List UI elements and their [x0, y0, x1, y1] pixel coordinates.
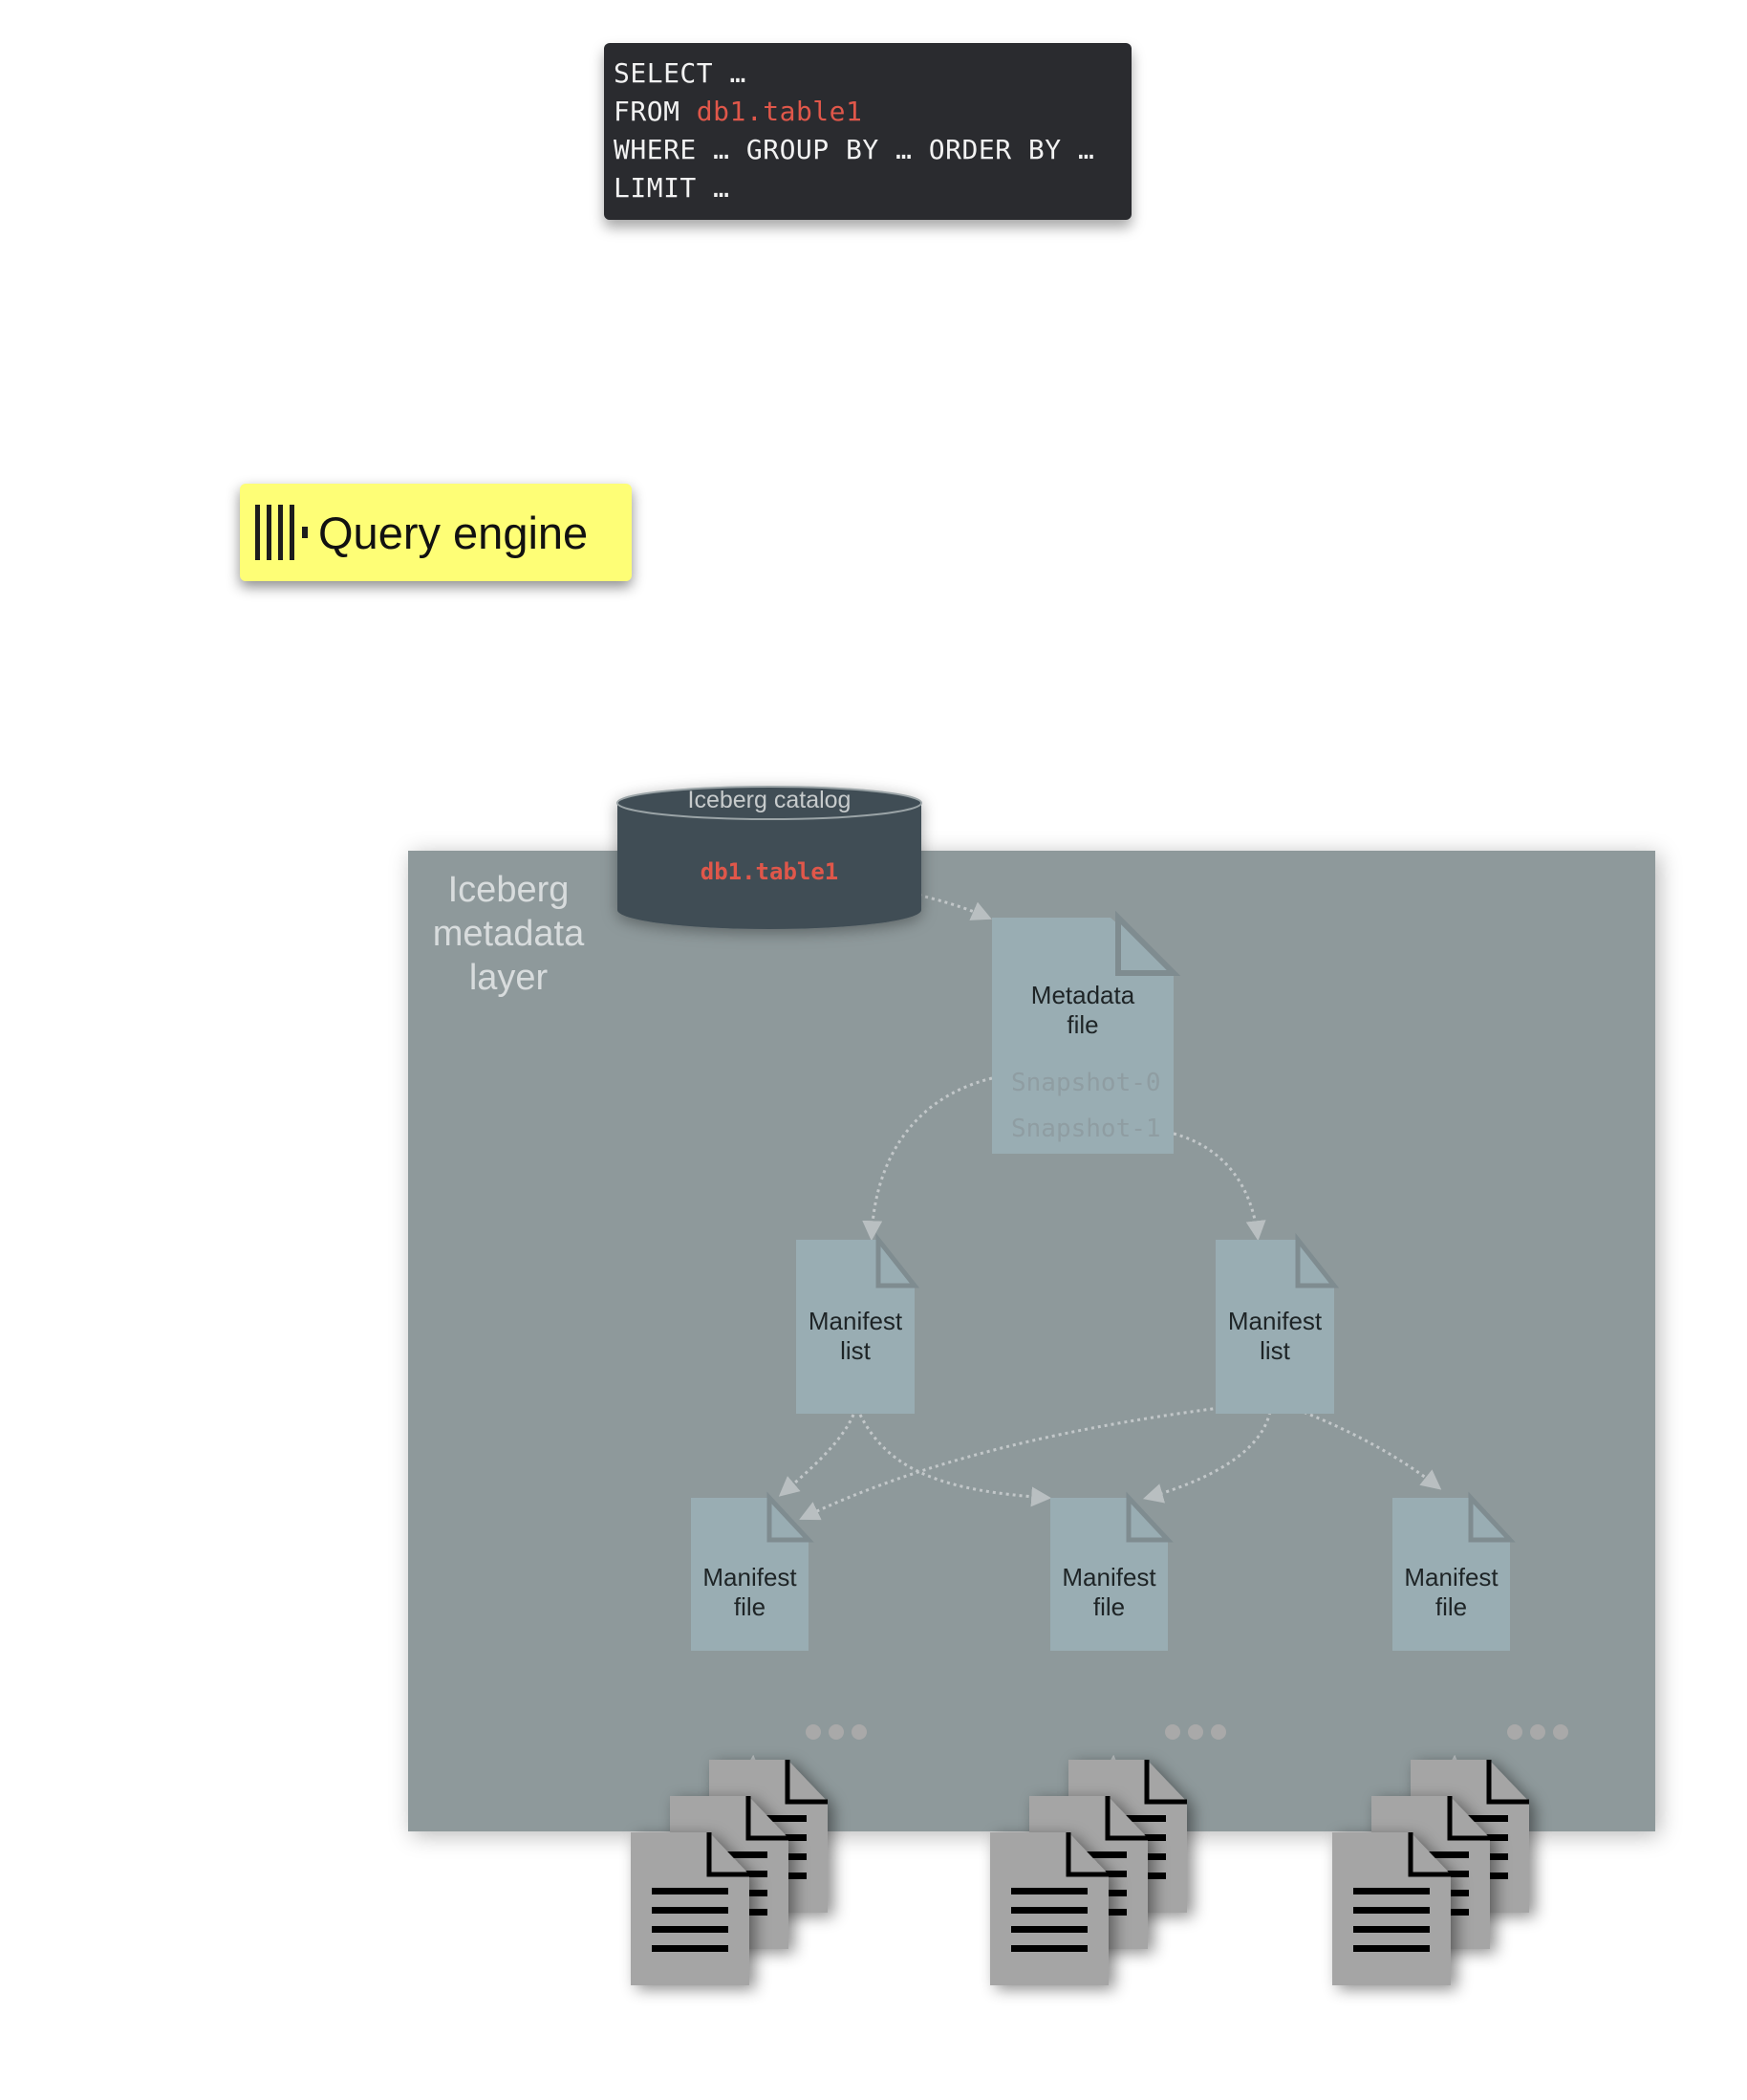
- manifest-file: Manifest file: [691, 1491, 814, 1762]
- sql-table-ref: db1.table1: [696, 96, 863, 127]
- iceberg-catalog: Iceberg catalog db1.table1: [616, 784, 922, 932]
- manifest-list-label: Manifest list: [796, 1307, 915, 1366]
- label-line: Manifest: [1062, 1563, 1156, 1591]
- label-line: Manifest: [1227, 1307, 1323, 1335]
- manifest-list: Manifest list: [1216, 1232, 1340, 1414]
- document-icon: [1392, 1491, 1516, 1651]
- manifest-list: Manifest list: [796, 1232, 920, 1414]
- catalog-table-ref: db1.table1: [700, 858, 839, 885]
- sql-line-from: FROM db1.table1: [614, 93, 1122, 131]
- data-file: [631, 1832, 749, 1985]
- data-file-stack: [990, 1760, 1191, 1989]
- label-line: file: [1092, 1592, 1126, 1621]
- database-cylinder-icon: [616, 786, 922, 929]
- snapshot-0: Snapshot-0: [1011, 1069, 1161, 1097]
- metadata-layer-title: Iceberg metadata layer: [408, 868, 609, 1000]
- query-engine-label: Query engine: [318, 507, 589, 558]
- more-files-ellipsis-icon: [806, 1724, 867, 1740]
- data-file-icon: [1332, 1832, 1451, 1985]
- label-line: Manifest: [1404, 1563, 1499, 1591]
- data-file: [1332, 1832, 1451, 1985]
- label-line: Manifest: [808, 1307, 903, 1335]
- document-icon: [1050, 1491, 1174, 1651]
- data-file-stack: [1332, 1760, 1533, 1989]
- data-file: [990, 1832, 1109, 1985]
- metadata-file: Metadata file Snapshot-0 Snapshot-1: [992, 910, 1181, 1154]
- query-engine-box: Query engine: [240, 484, 632, 581]
- metadata-file-label: Metadata file: [992, 981, 1174, 1040]
- document-icon: [796, 1232, 920, 1414]
- sql-line-select: SELECT …: [614, 54, 1122, 93]
- label-line: file: [1067, 1010, 1099, 1039]
- manifest-file-label: Manifest file: [691, 1563, 809, 1622]
- sql-text: LIMIT …: [614, 172, 730, 204]
- data-file-stack: [631, 1760, 831, 1989]
- manifest-file: Manifest file: [1050, 1491, 1174, 1762]
- manifest-file-label: Manifest file: [1392, 1563, 1510, 1622]
- sql-text: SELECT …: [614, 57, 746, 89]
- document-icon: [691, 1491, 814, 1651]
- sql-line-where: WHERE … GROUP BY … ORDER BY …: [614, 131, 1122, 169]
- manifest-file-label: Manifest file: [1050, 1563, 1168, 1622]
- document-icon: [1216, 1232, 1340, 1414]
- snapshot-1: Snapshot-1: [1011, 1115, 1161, 1143]
- title-line: metadata: [432, 914, 585, 954]
- sql-text: WHERE … GROUP BY … ORDER BY …: [614, 134, 1095, 165]
- manifest-file: Manifest file: [1392, 1491, 1516, 1762]
- label-line: file: [733, 1592, 766, 1621]
- bar-lines-icon: [255, 505, 311, 560]
- sql-text: FROM: [614, 96, 697, 127]
- label-line: list: [1260, 1336, 1290, 1365]
- data-file-icon: [631, 1832, 749, 1985]
- title-line: Iceberg: [447, 870, 570, 910]
- sql-query-box: SELECT … FROM db1.table1 WHERE … GROUP B…: [604, 43, 1132, 220]
- sql-line-limit: LIMIT …: [614, 169, 1122, 207]
- catalog-title: Iceberg catalog: [687, 787, 852, 813]
- label-line: Metadata: [1030, 981, 1135, 1009]
- label-line: file: [1434, 1592, 1468, 1621]
- label-line: Manifest: [702, 1563, 797, 1591]
- more-files-ellipsis-icon: [1165, 1724, 1226, 1740]
- manifest-list-label: Manifest list: [1216, 1307, 1334, 1366]
- data-file-icon: [990, 1832, 1109, 1985]
- label-line: list: [840, 1336, 871, 1365]
- document-icon: [992, 910, 1181, 1154]
- more-files-ellipsis-icon: [1507, 1724, 1568, 1740]
- title-line: layer: [468, 958, 549, 998]
